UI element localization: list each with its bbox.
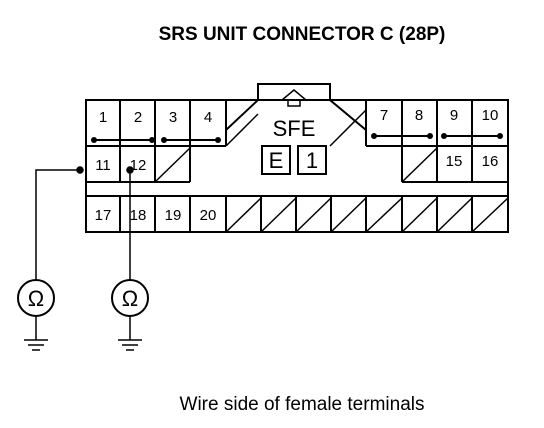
diagram-caption: Wire side of female terminals	[180, 394, 425, 415]
marker-letter: E	[269, 148, 284, 173]
terminal-20: 20	[200, 207, 217, 224]
terminal-8: 8	[415, 107, 423, 124]
terminal-19: 19	[165, 207, 182, 224]
unused-cavity-hatches	[154, 109, 509, 233]
ohmmeter-symbol: Ω	[28, 286, 44, 311]
up-arrow-icon	[279, 89, 309, 107]
terminal-4: 4	[204, 109, 212, 126]
ohmmeter-icon: Ω	[111, 279, 149, 340]
terminal-9: 9	[450, 107, 458, 124]
terminal-10: 10	[482, 107, 499, 124]
terminal-11: 11	[95, 157, 111, 174]
terminal-17: 17	[95, 207, 112, 224]
shorting-bars	[91, 133, 503, 143]
terminal-7: 7	[380, 107, 388, 124]
terminal-16: 16	[482, 153, 499, 170]
ohmmeter-icon: Ω	[17, 279, 55, 340]
probe-wires	[35, 166, 134, 280]
terminal-12: 12	[130, 157, 147, 174]
connector-label: SFE	[273, 116, 316, 141]
terminal-3: 3	[169, 109, 177, 126]
ground-icon	[118, 339, 142, 351]
ground-icon	[24, 339, 48, 351]
marker-number: 1	[306, 148, 318, 173]
diagram-title: SRS UNIT CONNECTOR C (28P)	[159, 24, 446, 45]
terminal-numbers: 1 2 3 4 7 8 9 10 11 12 15 16 17 18 19 20	[95, 107, 499, 224]
terminal-2: 2	[134, 109, 142, 126]
ohmmeter-symbol: Ω	[122, 286, 138, 311]
terminal-1: 1	[99, 109, 107, 126]
terminal-15: 15	[446, 153, 463, 170]
terminal-18: 18	[130, 207, 147, 224]
